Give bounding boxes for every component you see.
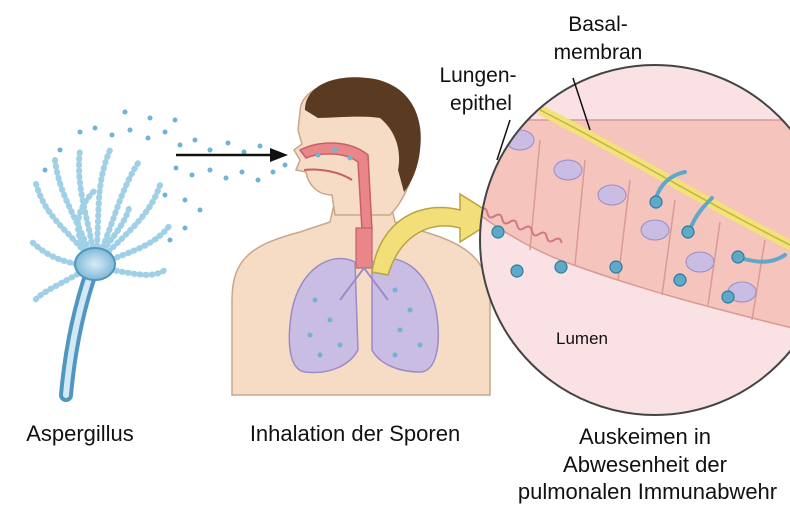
label-basalmembran-2: membran [548,40,648,65]
inhalation-arrow [176,148,288,162]
label-lumen: Lumen [542,326,622,351]
human-figure [232,77,490,395]
label-lungenepithel-1: Lungen- [428,63,528,88]
caption-auskeimen-1: Auskeimen in [540,423,750,450]
label-basalmembran-1: Basal- [558,12,638,37]
aspergillus-vesicle [75,248,115,280]
label-lungenepithel-2: epithel [436,91,526,116]
caption-aspergillus: Aspergillus [0,420,160,447]
magnified-view [470,65,790,415]
trachea [356,228,372,268]
caption-auskeimen-3: pulmonalen Immunabwehr [505,478,790,505]
caption-inhalation: Inhalation der Sporen [225,420,485,447]
caption-auskeimen-2: Abwesenheit der [530,451,760,478]
